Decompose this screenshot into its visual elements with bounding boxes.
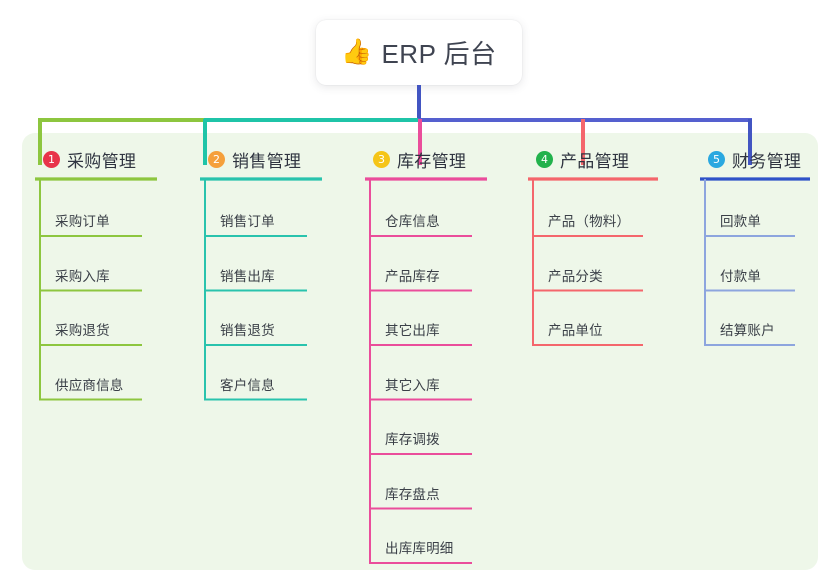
column-header-5[interactable]: 5 财务管理 <box>700 148 802 171</box>
root-node-title: ERP 后台 <box>381 39 497 69</box>
column-header-2[interactable]: 2 销售管理 <box>200 148 302 171</box>
leaf-item[interactable]: 采购入库 <box>55 268 110 284</box>
leaf-item[interactable]: 付款单 <box>720 268 762 284</box>
column-title: 销售管理 <box>232 151 302 171</box>
leaf-item[interactable]: 库存盘点 <box>385 486 440 502</box>
column-index-badge: 4 <box>536 150 553 168</box>
leaf-item[interactable]: 仓库信息 <box>385 214 440 229</box>
leaf-item[interactable]: 产品库存 <box>385 268 440 284</box>
leaf-item[interactable]: 销售退货 <box>220 323 275 338</box>
column-index-badge: 2 <box>208 150 225 168</box>
column-header-row: 5 财务管理 <box>700 148 802 171</box>
column-header-row: 4 产品管理 <box>528 148 630 171</box>
leaf-item[interactable]: 出库库明细 <box>385 541 454 556</box>
column-header-3[interactable]: 3 库存管理 <box>365 148 467 171</box>
leaf-item[interactable]: 产品分类 <box>548 268 603 284</box>
leaf-item[interactable]: 客户信息 <box>220 377 275 393</box>
leaf-item[interactable]: 回款单 <box>720 214 762 229</box>
leaf-item[interactable]: 产品（物料） <box>548 214 631 229</box>
leaf-item[interactable]: 销售出库 <box>220 268 275 284</box>
column-title: 产品管理 <box>560 151 630 171</box>
column-title: 财务管理 <box>732 151 802 171</box>
column-title: 库存管理 <box>397 151 467 171</box>
leaf-item[interactable]: 采购订单 <box>55 214 110 229</box>
column-title: 采购管理 <box>67 151 137 171</box>
leaf-item[interactable]: 库存调拨 <box>385 432 440 447</box>
leaf-item[interactable]: 结算账户 <box>720 323 775 338</box>
column-index-badge: 5 <box>708 150 725 168</box>
leaf-item[interactable]: 其它出库 <box>385 323 440 338</box>
leaf-item[interactable]: 采购退货 <box>55 323 110 338</box>
column-index-badge: 1 <box>43 150 60 168</box>
column-header-4[interactable]: 4 产品管理 <box>528 148 630 171</box>
diagram-background-panel <box>22 133 818 570</box>
leaf-item[interactable]: 供应商信息 <box>55 377 124 393</box>
leaf-item[interactable]: 产品单位 <box>548 323 603 338</box>
root-node-erp-backend[interactable]: 👍 ERP 后台 <box>316 20 522 85</box>
column-header-row: 2 销售管理 <box>200 148 302 171</box>
leaf-item[interactable]: 其它入库 <box>385 377 440 393</box>
column-header-row: 3 库存管理 <box>365 148 467 171</box>
thumbs-up-icon: 👍 <box>341 38 373 66</box>
column-index-badge: 3 <box>373 150 390 168</box>
column-header-1[interactable]: 1 采购管理 <box>35 148 137 171</box>
column-header-row: 1 采购管理 <box>35 148 137 171</box>
leaf-item[interactable]: 销售订单 <box>220 214 275 229</box>
